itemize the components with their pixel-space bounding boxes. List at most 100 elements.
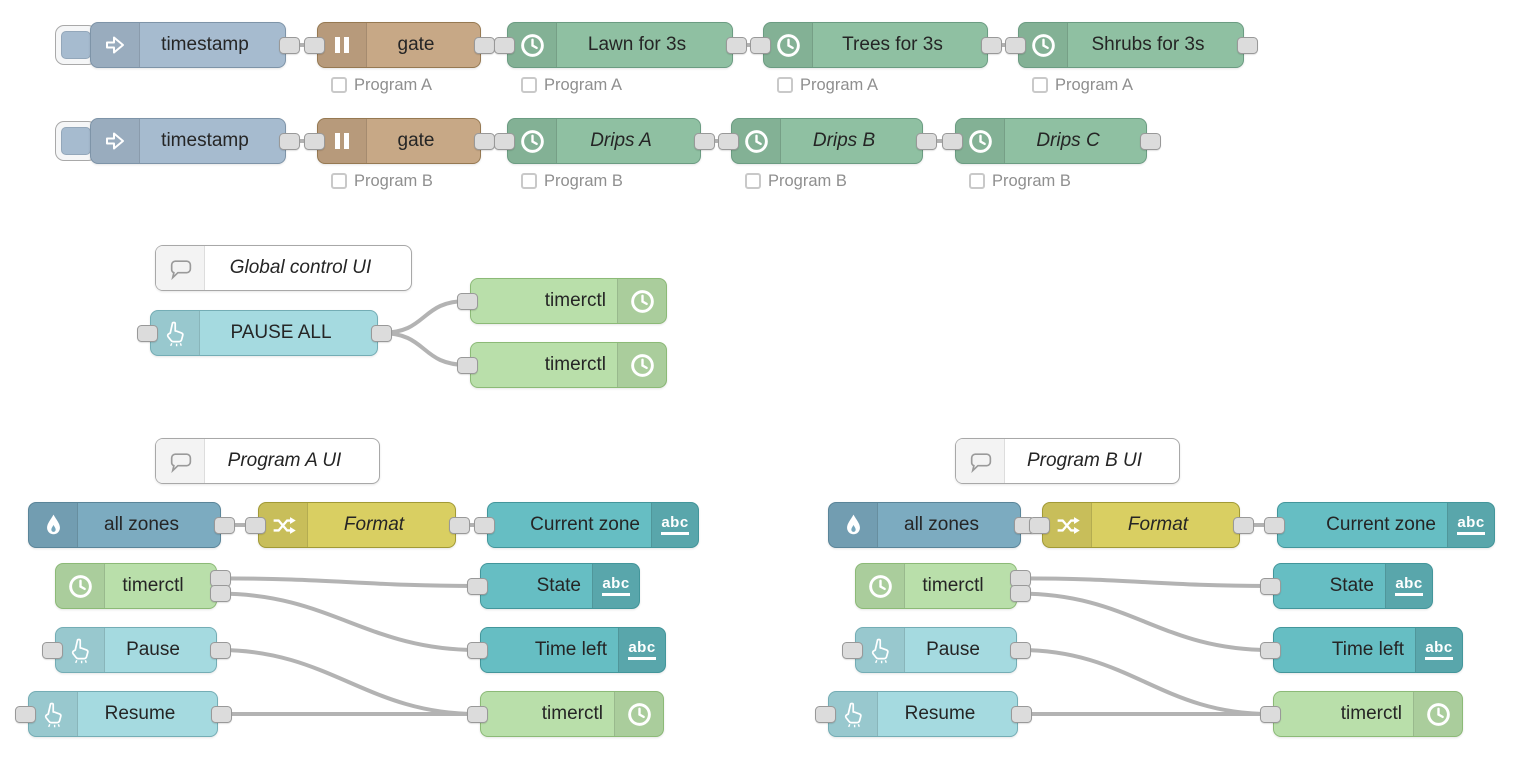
input-port[interactable] [136, 324, 158, 342]
output-port[interactable] [1139, 132, 1161, 150]
input-port[interactable] [493, 132, 515, 150]
status-label: Program A [800, 75, 878, 94]
abc-text-badge-icon: abc [651, 503, 698, 547]
output-port[interactable] [1010, 705, 1032, 723]
input-port[interactable] [303, 36, 325, 54]
input-port[interactable] [14, 705, 36, 723]
output-port[interactable] [1232, 516, 1254, 534]
node-zones-b[interactable]: all zones [828, 502, 1021, 548]
node-comment-a[interactable]: Program A UI [155, 438, 380, 484]
node-timerctl-a[interactable]: timerctl [55, 563, 217, 609]
node-label: timerctl [122, 575, 184, 596]
input-port[interactable] [1259, 705, 1281, 723]
output-port[interactable] [980, 36, 1002, 54]
output-port[interactable] [210, 705, 232, 723]
input-port[interactable] [456, 356, 478, 374]
output-port[interactable] [278, 132, 300, 150]
wire[interactable] [218, 648, 479, 716]
output-port[interactable] [693, 132, 715, 150]
node-comment-b[interactable]: Program B UI [955, 438, 1180, 484]
output-port[interactable] [725, 36, 747, 54]
node-comment-global[interactable]: Global control UI [155, 245, 412, 291]
node-button-resume-b[interactable]: Resume [828, 691, 1018, 737]
pause-icon [318, 23, 367, 67]
output-port[interactable] [473, 132, 495, 150]
node-timerctl-out-a[interactable]: timerctl [480, 691, 664, 737]
input-port[interactable] [749, 36, 771, 54]
input-port[interactable] [466, 577, 488, 595]
node-status: Program B [521, 171, 623, 191]
node-timer-shrubs[interactable]: Shrubs for 3s [1018, 22, 1244, 68]
node-format-b[interactable]: Format [1042, 502, 1240, 548]
abc-text-badge-icon: abc [1415, 628, 1462, 672]
input-port[interactable] [473, 516, 495, 534]
wire[interactable] [1018, 591, 1272, 652]
node-button-resume-a[interactable]: Resume [28, 691, 218, 737]
input-port[interactable] [814, 705, 836, 723]
input-port[interactable] [466, 641, 488, 659]
abc-label: abc [628, 640, 656, 660]
input-port[interactable] [303, 132, 325, 150]
output-port[interactable] [1009, 585, 1031, 603]
output-port[interactable] [209, 585, 231, 603]
node-timerctl-global-1[interactable]: timerctl [470, 278, 667, 324]
output-port[interactable] [1009, 641, 1031, 659]
node-inject-a[interactable]: timestamp [90, 22, 286, 68]
node-status: Program B [331, 171, 433, 191]
node-timerctl-out-b[interactable]: timerctl [1273, 691, 1463, 737]
input-port[interactable] [1004, 36, 1026, 54]
output-port[interactable] [370, 324, 392, 342]
wire[interactable] [218, 591, 479, 652]
input-port[interactable] [1263, 516, 1285, 534]
node-timer-trees[interactable]: Trees for 3s [763, 22, 988, 68]
node-button-pause-a[interactable]: Pause [55, 627, 217, 673]
wire[interactable] [218, 576, 479, 588]
output-port[interactable] [1236, 36, 1258, 54]
node-inject-b[interactable]: timestamp [90, 118, 286, 164]
node-zones-a[interactable]: all zones [28, 502, 221, 548]
output-port[interactable] [278, 36, 300, 54]
node-timerctl-global-2[interactable]: timerctl [470, 342, 667, 388]
input-port[interactable] [1259, 641, 1281, 659]
output-port[interactable] [213, 516, 235, 534]
input-port[interactable] [244, 516, 266, 534]
output-port[interactable] [209, 641, 231, 659]
node-gate-a[interactable]: gate [317, 22, 481, 68]
node-timer-drips-a[interactable]: Drips A [507, 118, 701, 164]
node-status: Program A [521, 75, 622, 95]
wire[interactable] [379, 331, 469, 367]
node-format-a[interactable]: Format [258, 502, 456, 548]
input-port[interactable] [941, 132, 963, 150]
input-port[interactable] [841, 641, 863, 659]
wire[interactable] [1018, 648, 1272, 716]
input-port[interactable] [456, 292, 478, 310]
input-port[interactable] [466, 705, 488, 723]
node-gate-b[interactable]: gate [317, 118, 481, 164]
output-port[interactable] [448, 516, 470, 534]
node-button-pause-b[interactable]: Pause [855, 627, 1017, 673]
output-port[interactable] [915, 132, 937, 150]
input-port[interactable] [493, 36, 515, 54]
input-port[interactable] [1028, 516, 1050, 534]
status-ring-icon [969, 173, 985, 189]
input-port[interactable] [41, 641, 63, 659]
wire[interactable] [379, 299, 469, 335]
node-timerctl-b[interactable]: timerctl [855, 563, 1017, 609]
node-timer-lawn[interactable]: Lawn for 3s [507, 22, 733, 68]
node-label: timestamp [161, 130, 249, 151]
node-timer-drips-b[interactable]: Drips B [731, 118, 923, 164]
inject-arrow-icon [91, 23, 140, 67]
node-timer-drips-c[interactable]: Drips C [955, 118, 1147, 164]
wire[interactable] [1018, 576, 1272, 588]
node-button-pause-all[interactable]: PAUSE ALL [150, 310, 378, 356]
output-port[interactable] [473, 36, 495, 54]
input-port[interactable] [717, 132, 739, 150]
input-port[interactable] [1259, 577, 1281, 595]
